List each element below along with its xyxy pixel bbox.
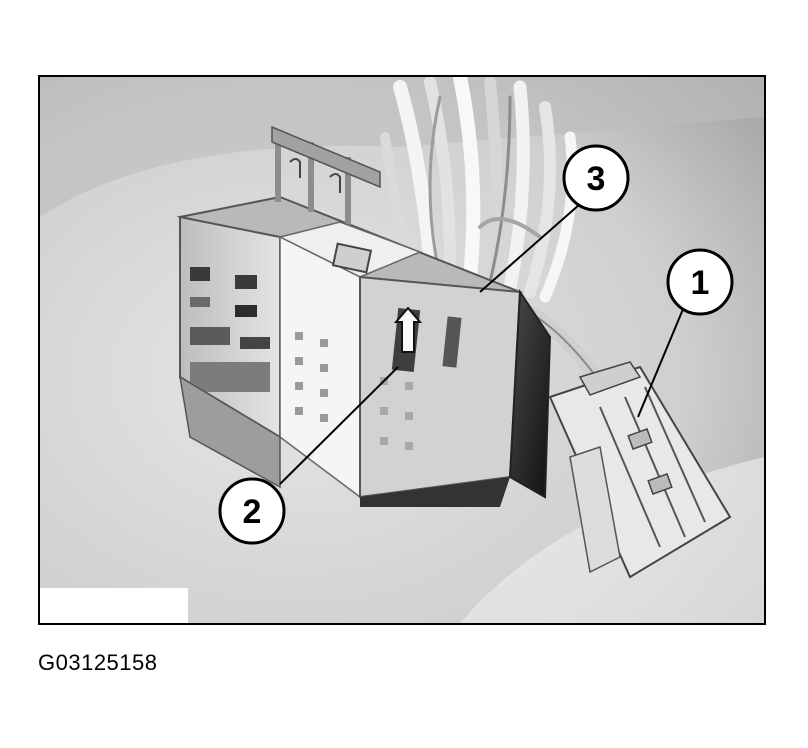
callout-2-leader <box>279 366 399 485</box>
photo-frame: 3 1 2 <box>38 75 766 625</box>
callout-2: 2 <box>218 477 286 545</box>
callout-3-leader <box>479 196 589 293</box>
callout-3: 3 <box>562 144 630 212</box>
callout-1-leader <box>637 301 687 418</box>
callout-2-label: 2 <box>243 493 262 531</box>
connector-housing <box>176 125 552 507</box>
wire-bundle <box>380 77 607 389</box>
callout-1-label: 1 <box>691 264 710 302</box>
release-clip <box>548 361 732 579</box>
blank-label-box <box>40 588 188 623</box>
callout-3-label: 3 <box>587 160 606 198</box>
callout-1: 1 <box>666 248 734 316</box>
connector-photo: 3 1 2 <box>40 77 764 623</box>
figure-id: G03125158 <box>38 650 158 675</box>
